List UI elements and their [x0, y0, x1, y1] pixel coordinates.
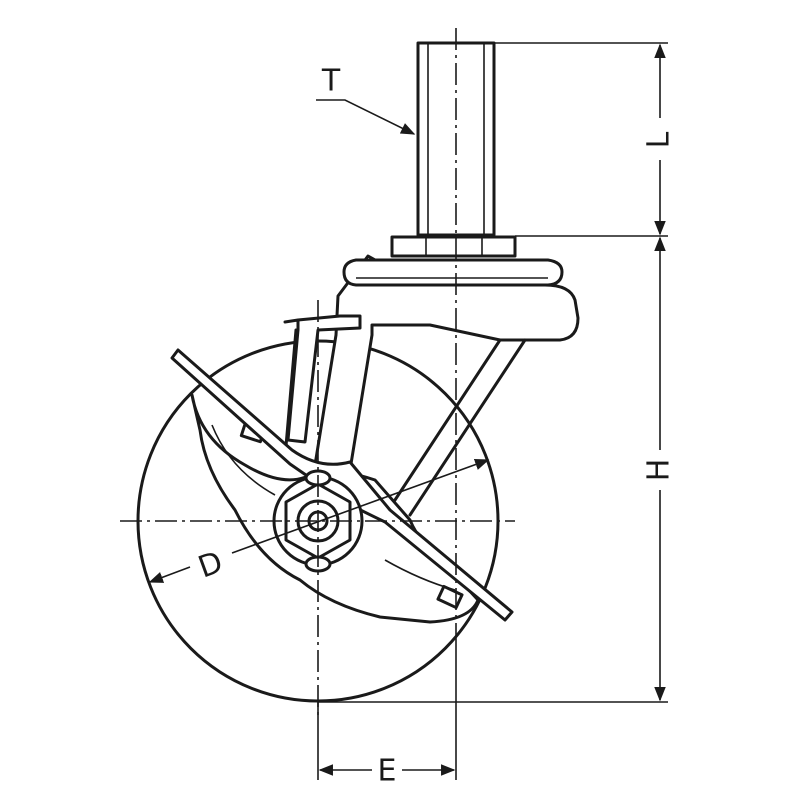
fork-bracket: [283, 254, 580, 517]
label-l: L: [642, 131, 677, 148]
extension-lines: [317, 42, 668, 780]
swivel-head: [342, 235, 564, 287]
label-e: E: [378, 754, 397, 789]
dimension-e: E: [318, 754, 456, 789]
thread-callout: T: [316, 64, 416, 135]
dimension-h: H: [642, 236, 677, 702]
label-h: H: [642, 459, 677, 482]
label-t: T: [321, 64, 341, 99]
center-lines: [120, 28, 515, 720]
dimension-l: L: [642, 43, 677, 236]
